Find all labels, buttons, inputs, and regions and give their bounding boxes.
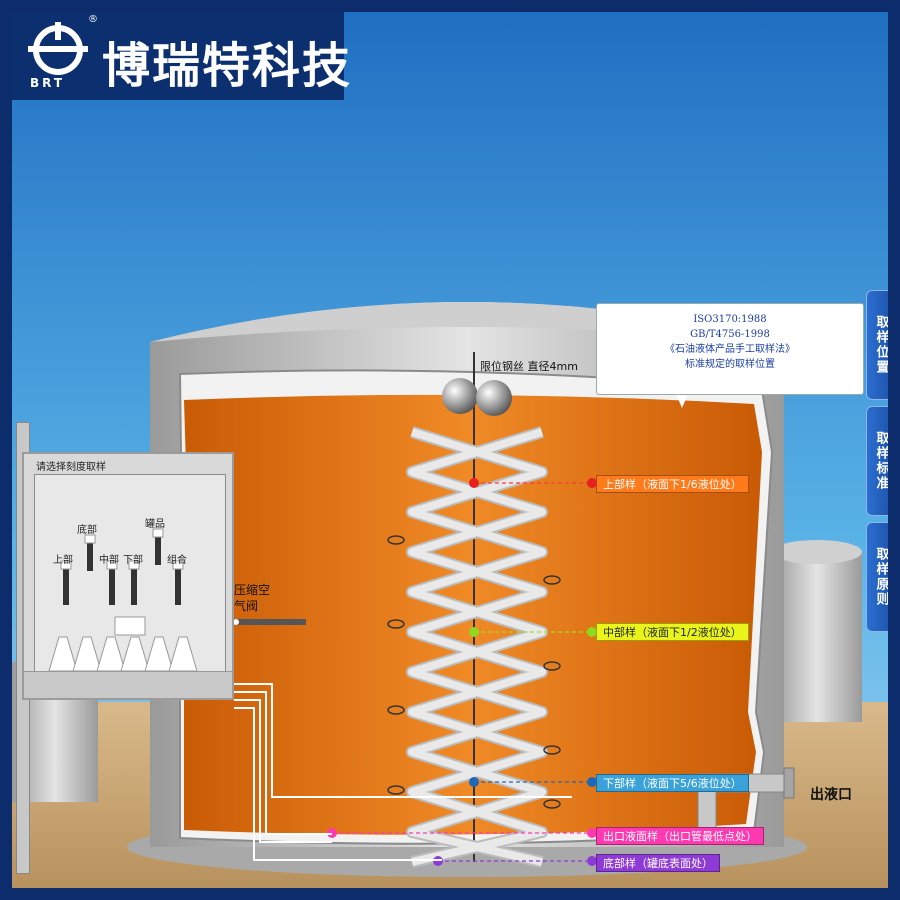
logo-abbr: BRT [30,76,66,90]
air-valve-rod [233,619,306,625]
standard-line: 标准规定的取样位置 [685,359,775,370]
company-name: 博瑞特科技 [102,38,353,94]
tab-sampling-principle[interactable]: 取样原则 [866,522,888,632]
panel-base [24,671,232,698]
tab-sampling-position[interactable]: 取样位置 [866,290,888,400]
zigzag-spring [406,426,548,868]
float-ball-left [442,378,478,414]
air-valve-label: 压缩空气阀 [234,582,278,614]
wire-label: 限位钢丝 直径4mm [480,360,578,373]
float-ball-right [476,380,512,416]
panel-inner: 上部 底部 中部 下部 罐品 组合 [34,474,226,672]
leader-middle [469,627,597,637]
upper-sample-tag[interactable]: 上部样（液面下1/6液位处） [596,475,749,493]
tab-sampling-standard[interactable]: 取样标准 [866,406,888,516]
air-valve-label-text: 压缩空气阀 [234,583,271,613]
registered-mark: ® [88,14,98,25]
switch-label[interactable]: 组合 [167,555,187,566]
scene-stage: ® BRT 博瑞特科技 ISO3170:1988 GB/T4756-1998 《… [12,12,888,888]
panel-title: 请选择刻度取样 [36,462,106,473]
switch-label[interactable]: 底部 [77,525,97,536]
outlet-label: 出液口 [810,787,852,803]
switch-label[interactable]: 下部 [123,555,143,566]
outlet-sample-tag[interactable]: 出口液面样（出口管最低点处） [596,827,764,845]
switch-label[interactable]: 中部 [99,555,119,566]
logo-bar: ® BRT 博瑞特科技 [12,12,350,100]
sample-tubes [234,683,572,861]
switch-label[interactable]: 罐品 [145,519,165,530]
tank-scene [12,12,888,888]
leader-lower [469,777,597,787]
bottom-sample-tag[interactable]: 底部样（罐底表面处） [596,854,720,872]
leader-upper [469,478,597,488]
panel-switch-art [48,528,198,672]
background-tank-right [772,540,862,722]
standard-line: ISO3170:1988 [693,314,767,325]
standard-line: 《石油液体产品手工取样法》 [665,344,795,355]
brt-logo-icon [28,22,88,75]
spring-loops [387,535,561,809]
callout-pointer [676,394,688,408]
standard-line: GB/T4756-1998 [690,329,770,340]
leader-bottom [433,856,597,866]
lower-sample-tag[interactable]: 下部样（液面下5/6液位处） [596,774,749,792]
standard-callout: ISO3170:1988 GB/T4756-1998 《石油液体产品手工取样法》… [596,303,864,395]
sampling-control-panel: 请选择刻度取样 [22,452,234,700]
middle-sample-tag[interactable]: 中部样（液面下1/2液位处） [596,623,749,641]
switch-label[interactable]: 上部 [53,555,73,566]
